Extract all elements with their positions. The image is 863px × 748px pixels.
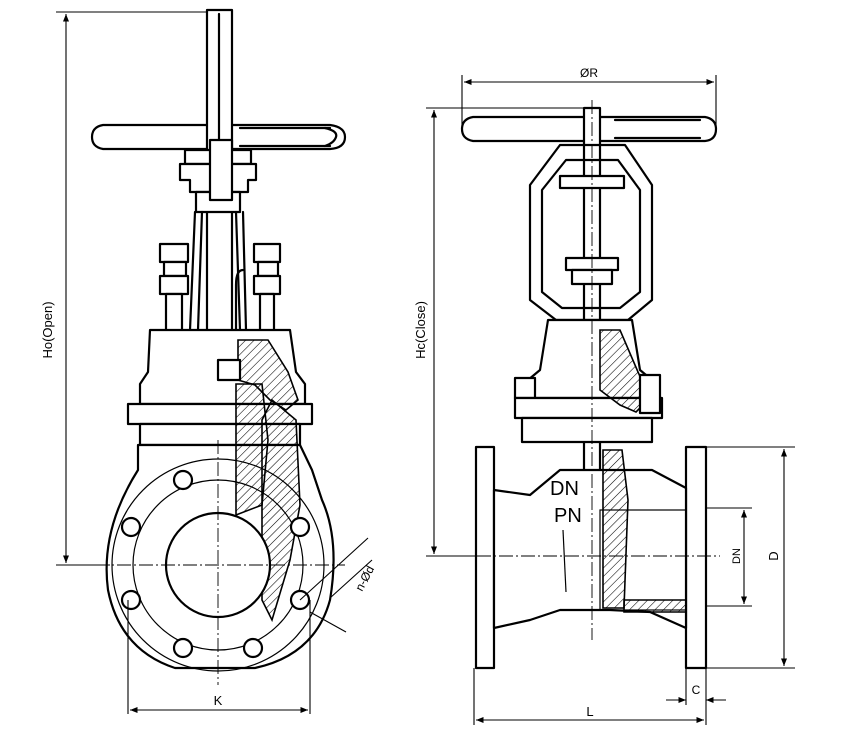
- dn-dim-label: DN: [731, 548, 743, 564]
- side-view: DN PN ØR Hc(Close) D: [413, 66, 795, 725]
- body-side: DN PN: [455, 100, 720, 670]
- d-dimension: D: [706, 446, 795, 669]
- hc-dimension: Hc(Close): [413, 107, 584, 557]
- r-label: ØR: [580, 66, 598, 80]
- k-dimension: K: [127, 600, 311, 714]
- dn-text: DN: [550, 478, 579, 500]
- k-label: K: [214, 693, 223, 708]
- bonnet-side: [513, 318, 664, 444]
- yoke-side: [528, 143, 654, 322]
- c-dimension: C: [666, 668, 726, 705]
- l-dimension: L: [473, 668, 707, 725]
- body-front: [95, 383, 345, 685]
- ho-dimension: Ho(Open): [40, 11, 207, 566]
- d-label: D: [766, 551, 781, 560]
- r-dimension: ØR: [461, 66, 717, 125]
- holes-label: n-Ød: [352, 563, 377, 593]
- front-view: Ho(Open) K n-Ød: [40, 8, 377, 714]
- ho-label: Ho(Open): [40, 301, 55, 358]
- yoke-hub-front: [178, 138, 258, 214]
- l-label: L: [586, 704, 593, 719]
- pn-text: PN: [554, 505, 582, 527]
- yoke-front: [188, 210, 248, 332]
- dn-dimension: DN: [706, 507, 752, 607]
- hc-label: Hc(Close): [413, 301, 428, 359]
- c-label: C: [692, 683, 701, 697]
